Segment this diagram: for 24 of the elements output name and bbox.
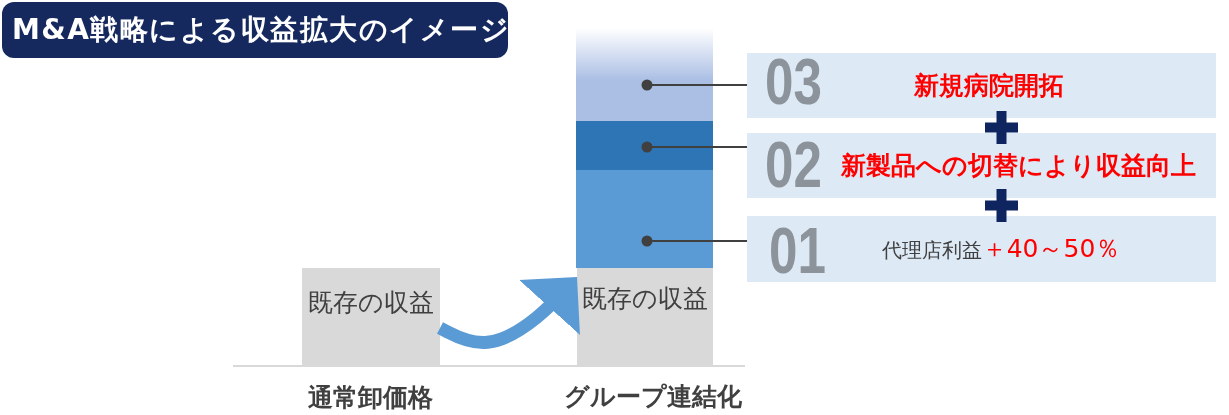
category-label: グループ連結化 <box>564 382 742 412</box>
bar-label: 既存の収益 <box>308 288 434 318</box>
bar-segment <box>576 170 713 268</box>
bar-segment <box>576 28 713 121</box>
info-panel <box>747 216 1216 282</box>
panel-text: 代理店利益 <box>881 238 982 262</box>
value-text: ＋40～50％ <box>981 234 1121 264</box>
info-panel <box>747 53 1216 118</box>
bar-segment <box>576 121 713 170</box>
bar-label: 既存の収益 <box>582 284 708 314</box>
panel-heading: 新規病院開拓 <box>914 70 1064 101</box>
step-number: 01 <box>769 226 826 276</box>
revenue-bar <box>302 268 440 366</box>
panel-heading: 新製品への切替により収益向上 <box>840 150 1196 181</box>
leader-line <box>641 235 748 247</box>
leader-line <box>641 79 748 91</box>
leader-line <box>641 141 748 153</box>
step-number: 02 <box>765 140 822 190</box>
info-panel <box>747 133 1216 198</box>
category-label: 通常卸価格 <box>308 383 433 413</box>
title-banner: M&A戦略による収益拡大のイメージ <box>2 2 508 58</box>
curved-arrow <box>437 277 580 349</box>
step-number: 03 <box>765 57 822 107</box>
revenue-bar <box>577 268 713 366</box>
